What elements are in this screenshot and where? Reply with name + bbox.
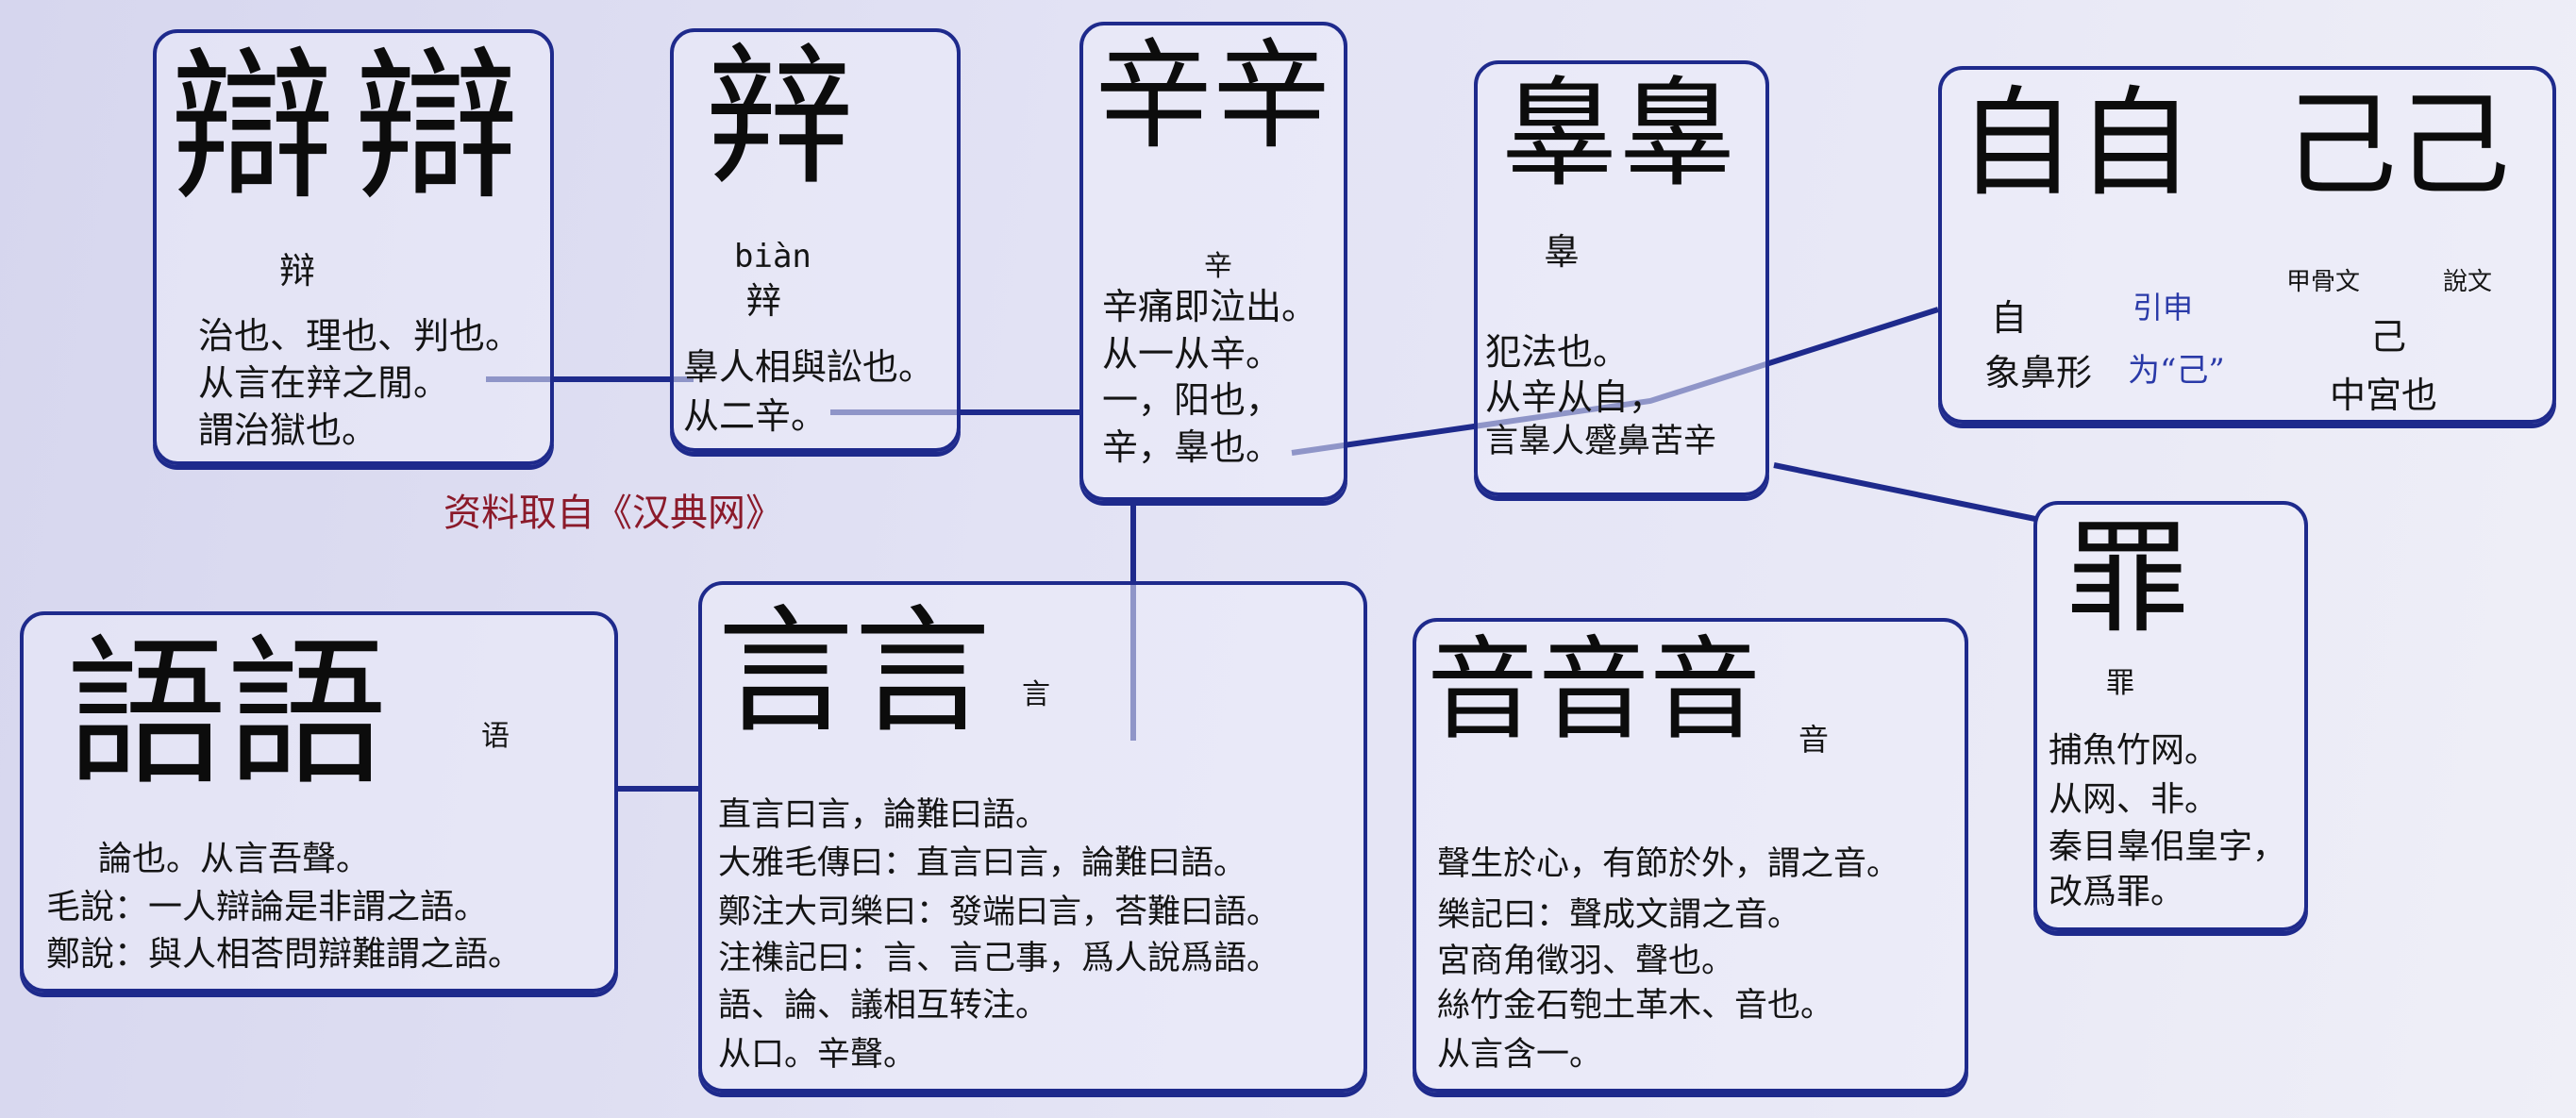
source-note: 资料取自《汉典网》 <box>443 492 783 535</box>
definition-line: 从辛从自， <box>1485 376 1665 418</box>
definition-line: 犯法也。 <box>1485 331 1630 373</box>
definition-line: 言辠人蹙鼻苦辛 <box>1485 423 1717 460</box>
ancient-glyph-bian2: 辡 <box>703 29 855 206</box>
ancient-glyph-zui-old: 辠辠 <box>1500 66 1736 203</box>
connector-zui-old-to-zui <box>1773 462 2036 522</box>
definition-line: 从二辛。 <box>683 395 828 437</box>
definition-line: 注襍記曰：言、言己事，爲人說爲語。 <box>718 940 1280 977</box>
pinyin: biàn <box>734 238 811 275</box>
box-xin <box>1079 22 1347 501</box>
box-yin <box>1413 618 1968 1093</box>
definition-line: 辛，辠也。 <box>1102 426 1282 468</box>
ancient-glyph-yu: 語語 <box>66 621 388 808</box>
definition-line: 辛痛即泣出。 <box>1102 286 1318 327</box>
box-bian-speech <box>153 29 554 465</box>
definition-line: 論也。从言吾聲。 <box>98 840 371 878</box>
definition-line: 从言在辡之閒。 <box>198 362 450 404</box>
heading-bian: 辩 <box>279 250 316 292</box>
heading-xin: 辛 <box>1204 250 1232 283</box>
label-yu: 语 <box>481 720 510 753</box>
ancient-glyph-yin: 音音音 <box>1427 625 1762 755</box>
extension-target: 为“己” <box>2128 352 2225 390</box>
ancient-glyph-zi: 自自 <box>1958 75 2194 212</box>
definition-line: 大雅毛傳曰：直言曰言，論難曰語。 <box>718 844 1247 882</box>
ancient-glyph-zui: 罪 <box>2066 507 2190 650</box>
ancient-glyph-xin: 辛辛 <box>1095 28 1330 165</box>
definition-line: 語、論、議相互转注。 <box>718 987 1049 1025</box>
definition-line: 聲生於心，有節於外，謂之音。 <box>1437 845 1900 883</box>
definition-line: 鄭說：與人相荅問辯難謂之語。 <box>46 935 523 974</box>
definition-line: 治也、理也、判也。 <box>198 315 522 357</box>
heading-zui: 罪 <box>2106 667 2134 700</box>
definition-line: 秦目辠佀皇字， <box>2049 827 2287 866</box>
heading-zi: 自 <box>1991 297 2028 339</box>
definition-line: 宮商角徵羽、聲也。 <box>1437 943 1735 980</box>
definition-line: 絲竹金石匏土革木、音也。 <box>1437 987 1834 1025</box>
definition-line: 辠人相與訟也。 <box>683 346 935 388</box>
heading-ji: 己 <box>2370 316 2407 358</box>
definition-line: 直言曰言，論難曰語。 <box>718 796 1049 834</box>
zi-description: 象鼻形 <box>1984 352 2093 393</box>
definition-line: 鄭注大司樂曰：發端曰言，荅難曰語。 <box>718 893 1280 931</box>
box-yan <box>698 581 1367 1093</box>
script-label-oracle-bone: 甲骨文 <box>2286 268 2361 296</box>
definition-line: 从一从辛。 <box>1102 333 1282 375</box>
definition-line: 一，阳也， <box>1102 379 1282 421</box>
box-yu <box>20 611 618 993</box>
definition-line: 謂治獄也。 <box>198 409 378 451</box>
box-zui <box>2033 501 2308 931</box>
definition-line: 从言含一。 <box>1437 1036 1603 1074</box>
label-yin: 音 <box>1798 722 1830 758</box>
ancient-glyph-bian: 辯辯 <box>170 32 538 224</box>
ancient-glyph-ji: 己己 <box>2283 80 2510 211</box>
definition-line: 从网、非。 <box>2049 780 2219 819</box>
script-label-shuowen: 說文 <box>2443 268 2493 296</box>
definition-line: 毛說：一人辯論是非謂之語。 <box>46 888 489 926</box>
definition-line: 樂記曰：聲成文謂之音。 <box>1437 896 1801 934</box>
box-zi-ji <box>1938 66 2556 424</box>
box-bian-two-xin <box>670 28 961 452</box>
ji-description: 中宮也 <box>2330 375 2438 416</box>
label-yan: 言 <box>1022 678 1050 711</box>
ancient-glyph-yan: 言言 <box>717 592 991 752</box>
heading-bian2: 辡 <box>745 280 782 322</box>
definition-line: 改爲罪。 <box>2049 873 2185 911</box>
box-zui-old <box>1474 60 1769 496</box>
definition-line: 捕魚竹网。 <box>2049 731 2219 770</box>
extension-label: 引申 <box>2133 290 2194 325</box>
heading-zui-old: 辠 <box>1544 231 1581 273</box>
definition-line: 从口。辛聲。 <box>718 1036 917 1074</box>
